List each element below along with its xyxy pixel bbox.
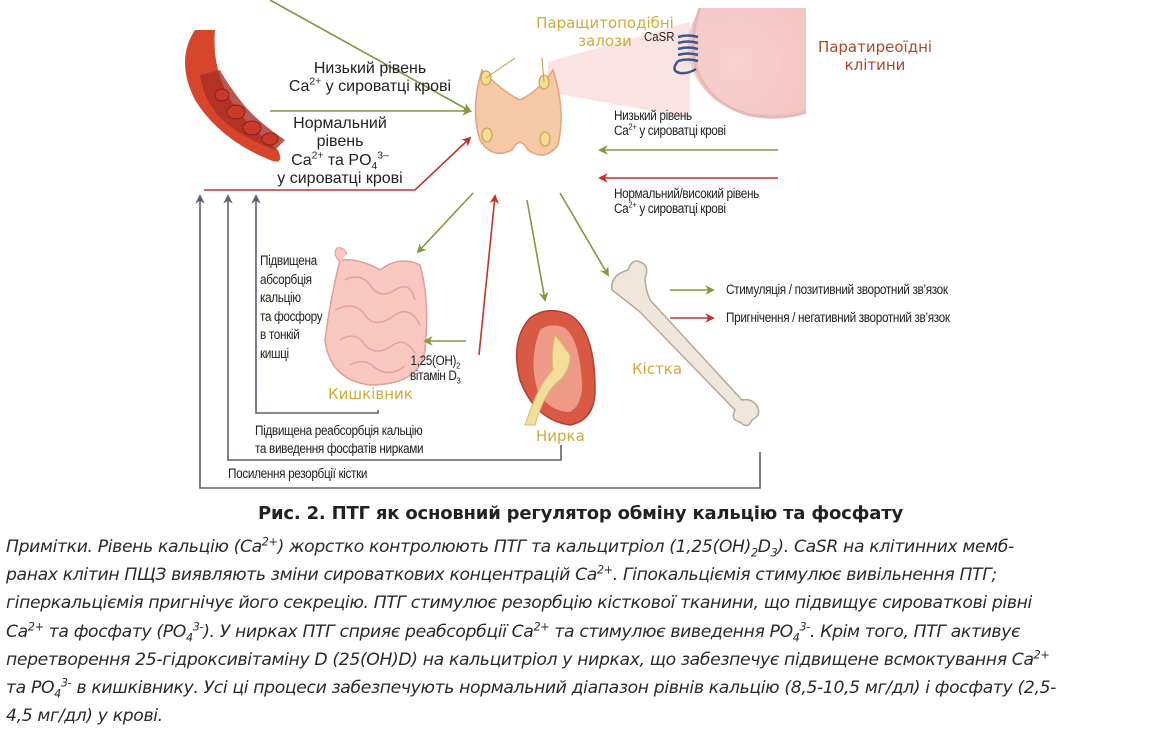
label-line: рівень [316,133,364,151]
caption-text-segment: 4 [185,631,193,645]
label-line: Підвищена [260,253,317,268]
caption-text-segment: 2+ [596,563,613,577]
low-ca-right-label: Низький рівень Ca2+ у сироватці крові [614,108,726,139]
label-line: Нормальний [293,115,387,132]
caption-note-line: Примітки. Рівень кальцію (Ca2+) жорстко … [6,533,1158,561]
caption-text-segment: 3 [770,546,778,560]
label-line: Ca2+ та PO43– [291,150,389,172]
caption-text-segment: Ca [6,621,28,642]
label-line: клітини [844,56,906,74]
parathyroid-glands-icon [474,57,562,156]
caption-text-segment: перетворення 25-гідроксивітаміну D (25(O… [6,649,1034,670]
caption-text-segment: 3- [192,619,204,633]
caption-text-segment: . Гіпокальціємія стимулює вивільнення ПТ… [612,565,997,586]
caption-note-line: гіперкальціємія пригнічує його секрецію.… [6,589,1158,617]
bone-resorption-label: Посилення резорбції кістки [228,466,368,481]
casr-label: CaSR [644,29,675,44]
caption-text-segment: Примітки. Рівень кальцію (Ca [6,537,262,557]
stimulation-arrow [269,0,472,112]
parathyroid-cells-label: Паратиреоїдні клітини [805,38,945,74]
figure-caption-title: Рис. 2. ПТГ як основний регулятор обміну… [258,503,903,524]
label-line: кишці [260,345,289,361]
stimulation-arrow-to-intestine [416,192,474,254]
parathyroid-cell-icon [548,7,807,119]
kidney-label: Нирка [536,427,585,445]
caption-note-line: ранах клітин ПЩЗ виявляють зміни сироват… [6,561,1158,589]
label-line: вітамін D3 [410,368,461,387]
caption-text-segment: ). CaSR на клітинних мемб- [777,537,1014,557]
figure-caption-note: Примітки. Рівень кальцію (Ca2+) жорстко … [6,533,1158,730]
label-line: у сироватці крові [277,170,403,188]
caption-note-line: 4,5 мг/дл) у крові. [6,702,1158,730]
feedback-line-intestine [251,194,379,414]
casr-receptor-icon [673,34,699,75]
caption-text-segment: ранах клітин ПЩЗ виявляють зміни сироват… [6,565,597,586]
intestine-icon [324,247,428,386]
feedback-line-bone [195,194,761,489]
caption-text-segment: 2 [750,546,758,560]
caption-text-segment: ) жорстко контролюють ПТГ та кальцитріол… [277,537,752,557]
caption-text-segment: 4,5 мг/дл) у крові. [6,706,163,727]
low-ca-left-label: Низький рівень Ca2+ у сироватці крові [270,60,470,97]
kidney-icon [515,309,596,426]
label-line: Низький рівень [614,108,692,123]
inhibition-arrow [204,136,472,191]
caption-text-segment: 3- [799,619,811,633]
label-line: Ca2+ у сироватці крові [614,121,726,139]
caption-text-segment: гіперкальціємія пригнічує його секрецію.… [6,593,1032,614]
caption-text-segment: 2+ [1033,648,1050,662]
intestine-label: Кишківник [328,385,413,403]
diagram-graphics [185,0,807,489]
label-line: абсорбція [260,271,312,287]
label-line: Ca2+ у сироватці крові [288,77,452,96]
ptg-regulation-diagram: Паращитоподібні залози Паратиреоїдні клі… [185,0,950,489]
bone-icon [611,260,760,427]
caption-note-line: та PO43- в кишківнику. Усі ці процеси за… [6,674,1158,702]
label-line: 1,25(OH)2 [410,353,461,371]
caption-text-segment: 3- [60,676,72,690]
legend-stimulation-label: Стимуляція / позитивний зворотний зв’язо… [726,282,948,297]
caption-text-segment: . Крім того, ПТГ активує [809,621,1021,642]
label-line: Паращитоподібні [536,14,674,32]
label-line: кальцію [260,290,301,305]
blood-vessel-icon [185,30,285,162]
caption-text-segment: 2+ [533,619,550,633]
stimulation-arrow-to-bone [559,192,609,277]
feedback-line-kidney [223,194,562,461]
normal-ca-po4-label: Нормальний рівень Ca2+ та PO43– у сирова… [255,115,425,189]
stimulation-arrow-to-kidney [526,199,549,302]
label-line: в тонкій [260,327,300,342]
label-line: Підвищена реабсорбція кальцію [255,423,423,438]
caption-text-segment: та фосфату (PO [43,621,187,642]
label-line: Низький рівень [313,60,427,77]
caption-text-segment: 2+ [261,535,278,549]
caption-text-segment: D [757,537,771,557]
caption-note-line: Ca2+ та фосфату (PO43-). У нирках ПТГ сп… [6,618,1158,646]
intestine-absorption-label: Підвищена абсорбція кальцію та фосфору в… [260,252,323,363]
label-line: залози [578,32,632,50]
label-line: Паратиреоїдні [817,38,933,56]
inhibition-arrow-vitd-to-gland [478,194,500,356]
caption-note-line: перетворення 25-гідроксивітаміну D (25(O… [6,646,1158,674]
label-line: Нормальний/високий рівень [614,186,759,201]
caption-text-segment: 2+ [27,619,44,633]
label-line: та виведення фосфатів нирками [255,441,424,456]
caption-text-segment: 4 [792,631,800,645]
legend-inhibition-label: Пригнічення / негативний зворотний зв’яз… [726,310,950,325]
caption-text-segment: 4 [54,687,61,701]
caption-text-segment: та стимулює виведення PO [549,621,793,642]
bone-label: Кістка [632,360,683,378]
caption-text-segment: та PO [6,678,55,699]
caption-text-segment: ). У нирках ПТГ сприяє реабсорбції Ca [203,621,534,642]
label-line: Ca2+ у сироватці крові [614,199,726,217]
normal-high-ca-right-label: Нормальний/високий рівень Ca2+ у сироват… [614,186,759,217]
caption-text-segment: в кишківнику. Усі ці процеси забезпечуют… [71,678,1057,699]
vitamin-d-label: 1,25(OH)2 вітамін D3 [410,353,461,387]
label-line: та фосфору [260,308,323,324]
kidney-reabsorption-label: Підвищена реабсорбція кальцію та виведен… [255,422,424,458]
